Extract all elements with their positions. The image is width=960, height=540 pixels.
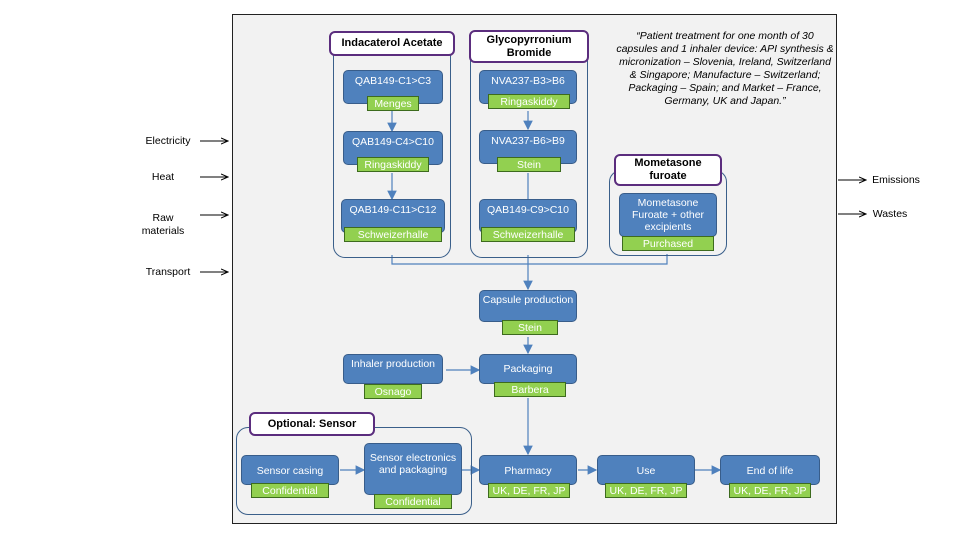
site-confidential-casing: Confidential	[251, 483, 329, 498]
step-sensor-casing: Sensor casing	[241, 455, 339, 485]
site-barbera: Barbera	[494, 382, 566, 397]
input-electricity: Electricity	[145, 135, 191, 147]
site-stein-capsule: Stein	[502, 320, 558, 335]
input-heat: Heat	[151, 171, 175, 183]
group-title-sensor: Optional: Sensor	[249, 412, 375, 436]
site-schweizerhalle-qab: Schweizerhalle	[481, 227, 575, 242]
site-purchased: Purchased	[622, 236, 714, 251]
input-transport: Transport	[145, 266, 191, 278]
step-inhaler-production: Inhaler production	[343, 354, 443, 384]
input-raw-materials: Raw materials	[141, 212, 185, 237]
step-end-of-life: End of life	[720, 455, 820, 485]
output-emissions: Emissions	[872, 174, 920, 186]
step-capsule-production: Capsule production	[479, 290, 577, 322]
site-menges: Menges	[367, 96, 419, 111]
step-sensor-electronics: Sensor electronics and packaging	[364, 443, 462, 495]
site-confidential-electronics: Confidential	[374, 494, 452, 509]
site-osnago: Osnago	[364, 384, 422, 399]
treatment-scope-quote: “Patient treatment for one month of 30 c…	[616, 30, 834, 107]
site-stein: Stein	[497, 157, 561, 172]
market-use: UK, DE, FR, JP	[605, 483, 687, 498]
site-ringaskiddy: Ringaskiddy	[357, 157, 429, 172]
market-pharmacy: UK, DE, FR, JP	[488, 483, 570, 498]
output-wastes: Wastes	[872, 208, 908, 220]
step-mometasone-furoate: Mometasone Furoate + other excipients	[619, 193, 717, 237]
site-schweizerhalle: Schweizerhalle	[344, 227, 442, 242]
group-title-mometasone: Mometasone furoate	[614, 154, 722, 186]
market-end-of-life: UK, DE, FR, JP	[729, 483, 811, 498]
site-ringaskiddy-nva: Ringaskiddy	[488, 94, 570, 109]
group-title-indacaterol: Indacaterol Acetate	[329, 31, 455, 56]
step-packaging: Packaging	[479, 354, 577, 384]
group-title-glycopyrronium: Glycopyrronium Bromide	[469, 30, 589, 63]
step-pharmacy: Pharmacy	[479, 455, 577, 485]
step-use: Use	[597, 455, 695, 485]
